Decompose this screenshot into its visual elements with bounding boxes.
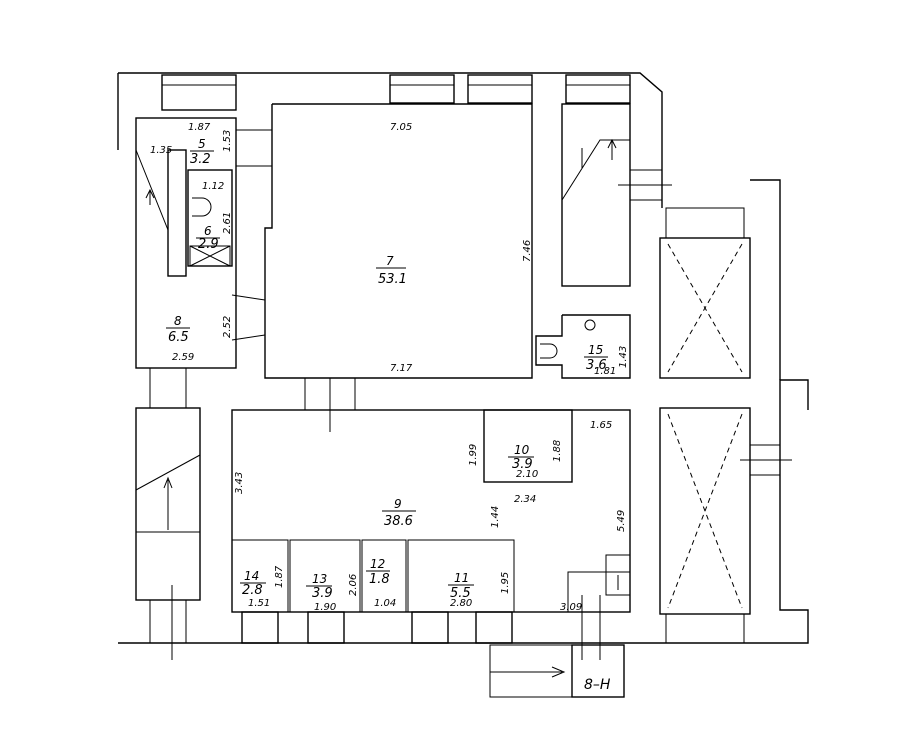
shaft-markings bbox=[667, 243, 743, 609]
room-7: 7 53.1 bbox=[376, 254, 407, 287]
room-area: 38.6 bbox=[384, 514, 413, 529]
room-area: 3.9 bbox=[512, 457, 533, 472]
dimension: 2.52 bbox=[222, 316, 233, 338]
walls bbox=[117, 72, 809, 660]
dimension: 2.59 bbox=[172, 352, 194, 363]
dimension: 2.06 bbox=[348, 574, 359, 596]
room-number: 8 bbox=[174, 314, 182, 328]
room-area: 3.9 bbox=[312, 586, 333, 601]
dimension: 1.51 bbox=[248, 598, 270, 609]
dimension: 1.44 bbox=[490, 506, 501, 528]
room-10: 10 3.9 bbox=[508, 443, 534, 472]
room-number: 10 bbox=[514, 443, 530, 457]
room-9: 9 38.6 bbox=[382, 497, 416, 529]
dimension: 1.65 bbox=[590, 420, 612, 431]
dimension: 1.88 bbox=[552, 440, 563, 462]
dimension: 2.61 bbox=[222, 212, 233, 234]
room-number: 15 bbox=[588, 343, 603, 357]
section-mark: 8–Н bbox=[489, 644, 625, 698]
room-area: 2.8 bbox=[242, 583, 263, 598]
dimension: 7.46 bbox=[522, 240, 533, 262]
room-area: 53.1 bbox=[378, 272, 407, 287]
dimension: 1.87 bbox=[274, 565, 285, 588]
dimension: 3.43 bbox=[234, 472, 245, 494]
dimension: 1.43 bbox=[618, 346, 629, 368]
room-5: 5 3.2 bbox=[190, 137, 214, 167]
dimension: 2.34 bbox=[514, 494, 536, 505]
room-12: 12 1.8 bbox=[366, 557, 390, 587]
dimension: 1.99 bbox=[468, 444, 479, 466]
dimension: 1.90 bbox=[314, 602, 336, 613]
dimension: 1.53 bbox=[222, 130, 233, 152]
dimension: 1.04 bbox=[374, 598, 396, 609]
room-11: 11 5.5 bbox=[448, 571, 474, 601]
dimension: 1.87 bbox=[188, 122, 211, 133]
room-number: 7 bbox=[386, 254, 394, 268]
section-mark-label: 8–Н bbox=[584, 677, 611, 693]
room-number: 6 bbox=[204, 224, 212, 238]
dimension: 7.05 bbox=[390, 122, 412, 133]
dimension: 1.12 bbox=[202, 181, 224, 192]
room-area: 2.9 bbox=[198, 237, 219, 252]
room-number: 14 bbox=[244, 569, 259, 583]
room-area: 3.2 bbox=[190, 152, 211, 167]
room-number: 9 bbox=[394, 497, 402, 511]
dimension: 2.80 bbox=[450, 598, 472, 609]
room-area: 3.6 bbox=[586, 358, 607, 373]
dimension-labels: 1.87 1.35 1.53 1.12 2.61 7.05 7.46 7.17 … bbox=[150, 122, 629, 613]
dimension: 3.09 bbox=[560, 602, 582, 613]
room-area: 5.5 bbox=[450, 586, 471, 601]
room-number: 12 bbox=[370, 557, 385, 571]
room-area: 1.8 bbox=[369, 572, 390, 587]
room-area: 6.5 bbox=[168, 330, 189, 345]
dimension: 7.17 bbox=[390, 363, 413, 374]
room-labels: 5 3.2 6 2.9 7 53.1 8 6.5 9 38.6 10 3.9 bbox=[166, 137, 608, 601]
dimension: 2.10 bbox=[516, 469, 538, 480]
dimension: 5.49 bbox=[616, 510, 627, 532]
room-15: 15 3.6 bbox=[584, 343, 608, 373]
room-13: 13 3.9 bbox=[306, 572, 333, 601]
room-number: 13 bbox=[312, 572, 327, 586]
dimension: 1.35 bbox=[150, 145, 172, 156]
dimension: 1.95 bbox=[500, 572, 511, 594]
room-6: 6 2.9 bbox=[196, 224, 220, 252]
room-number: 5 bbox=[198, 137, 206, 151]
room-8: 8 6.5 bbox=[166, 314, 190, 345]
dimension: 1.81 bbox=[594, 366, 616, 377]
room-number: 11 bbox=[454, 571, 469, 585]
room-14: 14 2.8 bbox=[240, 569, 266, 598]
